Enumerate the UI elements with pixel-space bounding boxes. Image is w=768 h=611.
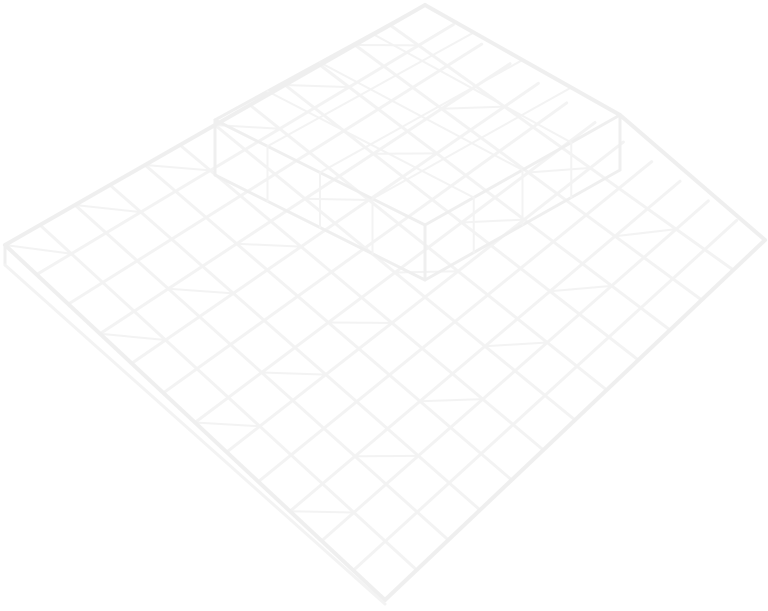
- isometric-grid: [5, 25, 737, 571]
- isometric-outline: [5, 5, 765, 604]
